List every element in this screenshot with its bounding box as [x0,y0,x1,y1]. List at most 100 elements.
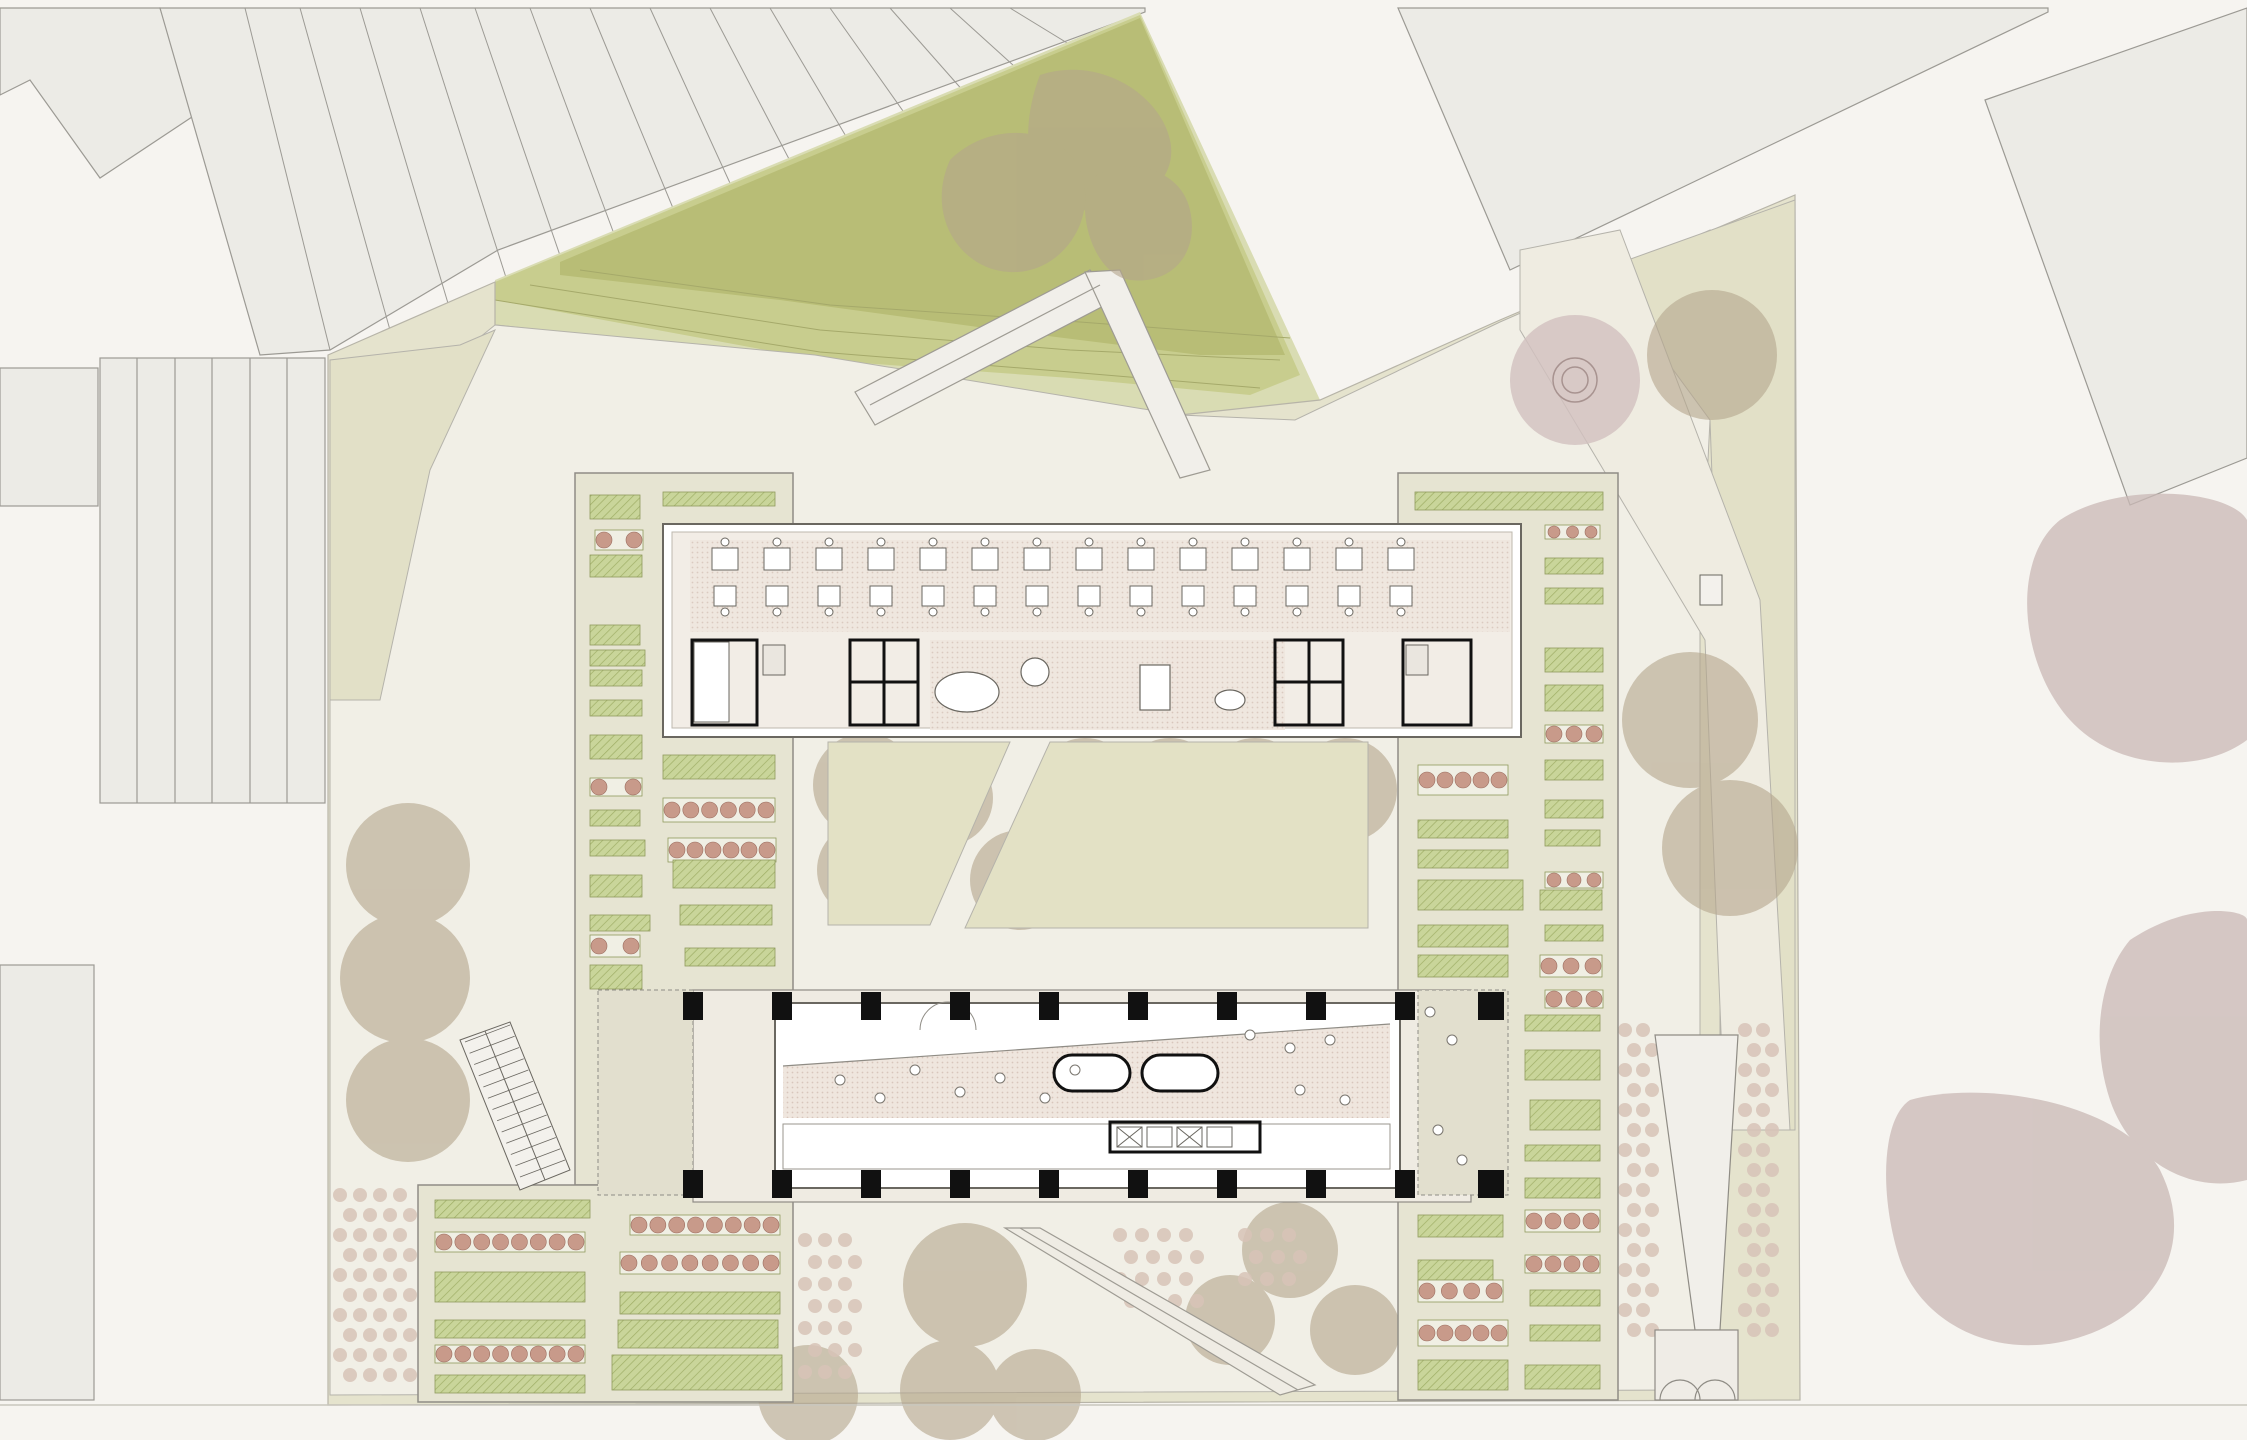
stair-tread [487,1080,534,1099]
planter-bed [1417,879,1524,911]
shrub [1525,1255,1543,1273]
small-tree [1747,1203,1761,1217]
shrub [1490,771,1508,789]
chair [876,537,886,547]
shrub [704,841,722,859]
outdoor-stair-west [459,1021,571,1191]
stair-tread [492,1092,538,1110]
small-tree [383,1368,397,1382]
stair-treads [464,1024,566,1178]
small-tree [1618,1063,1632,1077]
small-tree [1179,1228,1193,1242]
shrub [548,1345,566,1363]
small-tree [818,1277,832,1291]
planter-bed [1529,1324,1601,1342]
small-tree [363,1248,377,1262]
shrub [663,801,681,819]
small-tree [1738,1143,1752,1157]
small-tree [1627,1243,1641,1257]
lounge-chair [1039,1092,1051,1104]
planter-bed [589,964,643,990]
shrub [1563,1255,1581,1273]
small-tree [353,1228,367,1242]
small-tree [1738,1183,1752,1197]
column [1128,1170,1148,1198]
small-tree [333,1348,347,1362]
shrub [590,778,608,796]
small-tree [798,1321,812,1335]
small-tree [848,1255,862,1269]
planter-bed [1524,1014,1601,1032]
planter-bed [434,1199,591,1219]
shrub [1565,725,1583,743]
small-tree [798,1365,812,1379]
small-tree [393,1228,407,1242]
shrub [1582,1212,1600,1230]
planter-bed [617,1319,779,1349]
small-tree [1765,1243,1779,1257]
desk [1127,547,1155,571]
chair [1032,607,1042,617]
small-tree [1627,1323,1641,1337]
desk [765,585,789,607]
shrub [722,841,740,859]
small-tree [1747,1283,1761,1297]
column [1128,992,1148,1020]
stair-tread [483,1069,529,1088]
shrub [1585,990,1603,1008]
small-tree [1645,1083,1659,1097]
desk [817,585,841,607]
small-tree [1636,1303,1650,1317]
planter-bed [434,1344,586,1364]
chair [1188,607,1198,617]
small-tree [1636,1103,1650,1117]
meeting-tables [934,657,1246,713]
planter-bed [1417,1214,1504,1238]
small-tree [333,1188,347,1202]
small-tree [343,1328,357,1342]
stair-tread [474,1047,520,1065]
planter-bed [434,1271,586,1303]
shrub [649,1216,667,1234]
small-tree [333,1268,347,1282]
column [1395,1170,1415,1198]
shrub [1485,1282,1503,1300]
desk [1181,585,1205,607]
small-tree [1157,1228,1171,1242]
shrub [1545,990,1563,1008]
shrub [454,1233,472,1251]
lounge-chair [874,1092,886,1104]
shrub [681,1254,699,1272]
small-tree [1179,1272,1193,1286]
desk [1283,547,1311,571]
chair [772,607,782,617]
desk [1077,585,1101,607]
shrub [548,1233,566,1251]
small-tree [1146,1250,1160,1264]
column [1478,992,1498,1020]
planter-bed [619,1251,781,1275]
small-tree [1756,1063,1770,1077]
planter-bed [672,859,776,889]
planter-bed [629,1214,781,1236]
small-tree [1190,1294,1204,1308]
planter-bed [1544,759,1604,781]
stair-tread [469,1035,515,1054]
lounge-chair [994,1072,1006,1084]
shrub [620,1254,638,1272]
shrub [701,801,718,819]
small-tree [1747,1323,1761,1337]
shrub [701,1254,719,1272]
column [1306,1170,1326,1198]
small-tree [1260,1272,1274,1286]
chair [928,537,938,547]
shrub [622,937,640,955]
small-tree [1756,1303,1770,1317]
planter-bed [1544,924,1604,942]
small-tree [363,1368,377,1382]
shrub [590,937,608,955]
small-tree [848,1343,862,1357]
small-tree [1618,1023,1632,1037]
